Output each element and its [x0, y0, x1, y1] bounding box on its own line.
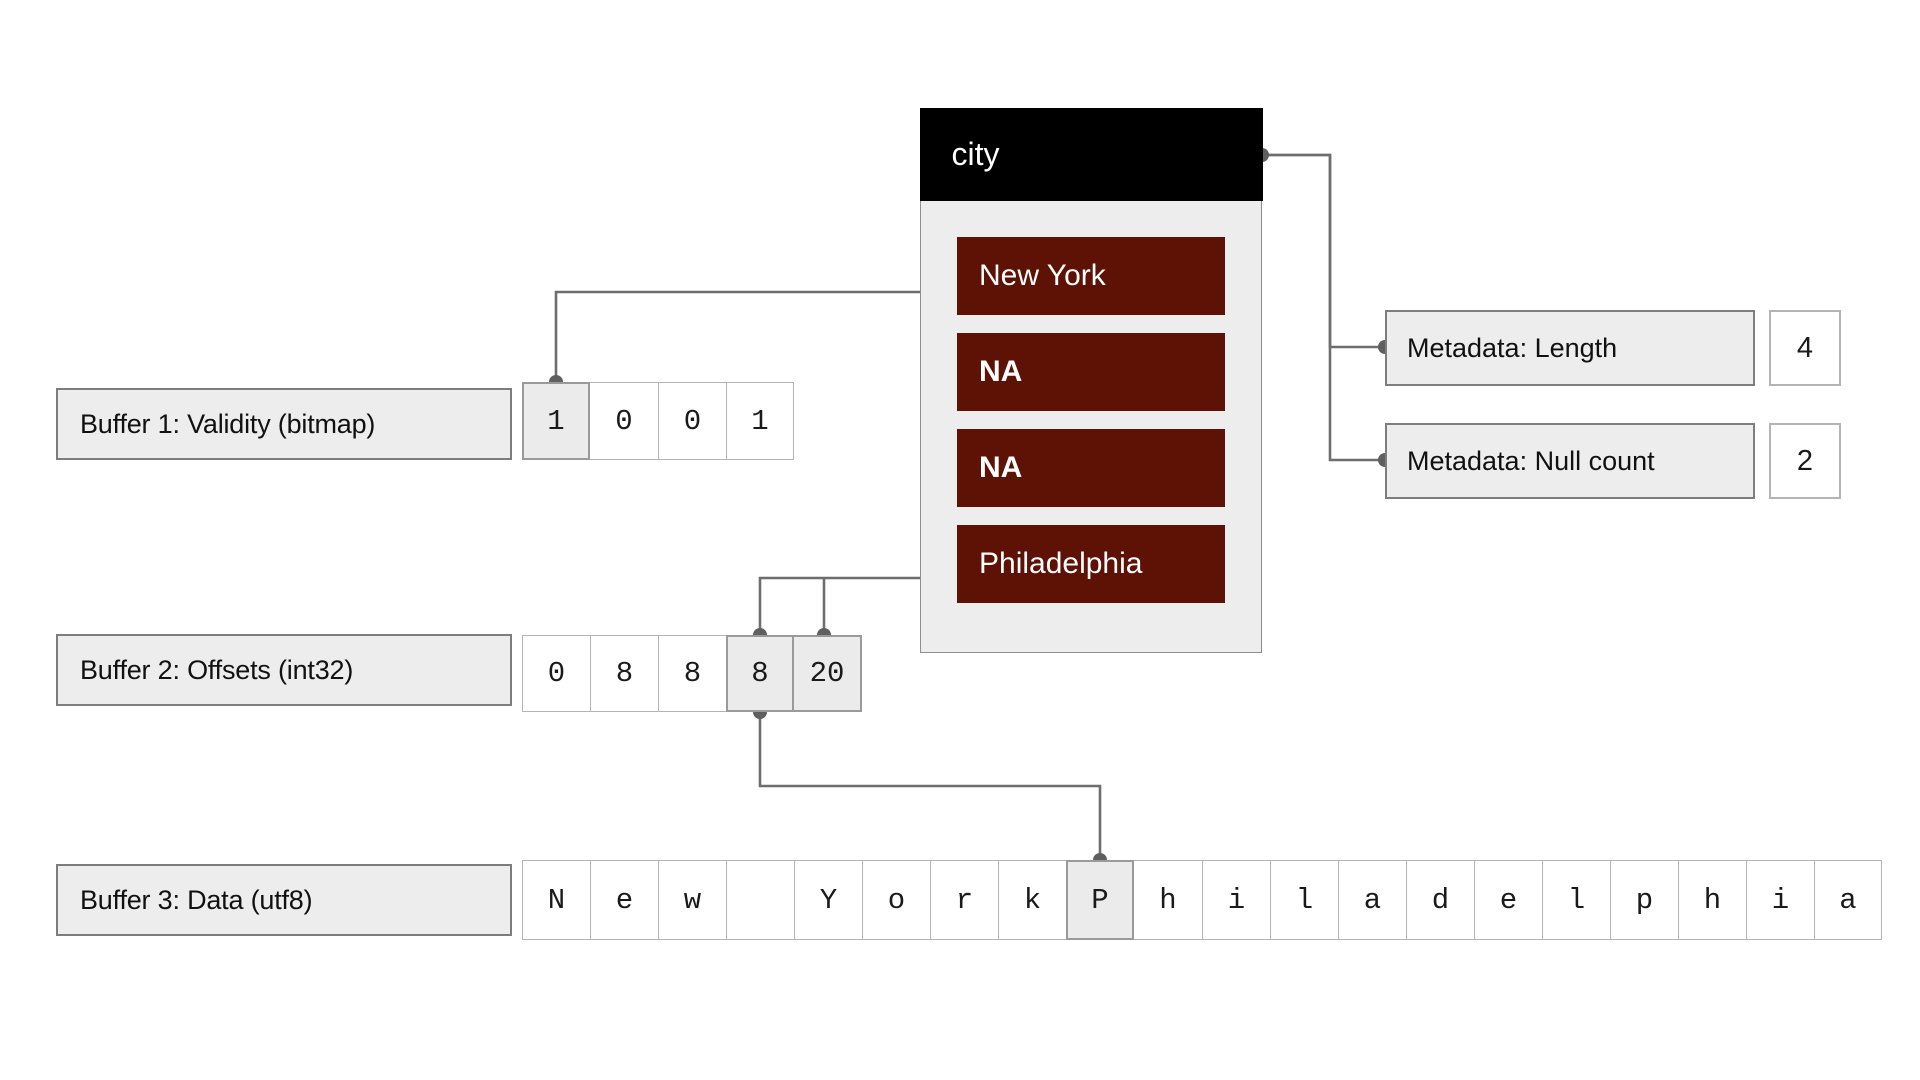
array-value-1: NA	[957, 332, 1225, 411]
metadata-nullcount-value: 2	[1769, 423, 1841, 499]
buffer-3-cell-8: P	[1066, 860, 1134, 940]
wire-validity-to-newyork	[554, 290, 952, 382]
buffer-3-cells: N e w Y o r k P h i l a d e l p h i a	[522, 860, 1882, 940]
buffer-3-cell-9: h	[1134, 860, 1202, 940]
buffer-2-cell-1: 8	[590, 635, 658, 712]
buffer-3-cell-4: Y	[794, 860, 862, 940]
buffer-3-cell-6: r	[930, 860, 998, 940]
buffer-3-cell-7: k	[998, 860, 1066, 940]
wire-header-to-nullcount	[1262, 153, 1385, 462]
buffer-3-cell-11: l	[1270, 860, 1338, 940]
metadata-length-label: Metadata: Length	[1385, 310, 1755, 386]
wire-offset-to-data-p	[758, 712, 1102, 860]
metadata-row-length: Metadata: Length 4	[1385, 310, 1841, 386]
buffer-3-cell-0: N	[522, 860, 590, 940]
buffer-2-cell-2: 8	[658, 635, 726, 712]
buffer-3-cell-18: i	[1746, 860, 1814, 940]
buffer-1-cell-1: 0	[590, 382, 658, 460]
buffer-2-cell-3: 8	[726, 635, 794, 712]
buffer-3-cell-14: e	[1474, 860, 1542, 940]
buffer-3-cell-17: h	[1678, 860, 1746, 940]
metadata-nullcount-label: Metadata: Null count	[1385, 423, 1755, 499]
buffer-1-cells: 1 0 0 1	[522, 382, 794, 460]
buffer-2-cell-4: 20	[794, 635, 862, 712]
buffer-1-label: Buffer 1: Validity (bitmap)	[56, 388, 512, 460]
buffer-2-label: Buffer 2: Offsets (int32)	[56, 634, 512, 706]
buffer-3-cell-12: a	[1338, 860, 1406, 940]
array-card: city New York NA NA Philadelphia	[919, 107, 1263, 653]
buffer-1-cell-0: 1	[522, 382, 590, 460]
buffer-1-cell-3: 1	[726, 382, 794, 460]
array-value-0: New York	[957, 236, 1225, 315]
metadata-length-value: 4	[1769, 310, 1841, 386]
buffer-3-cell-2: w	[658, 860, 726, 940]
array-value-3: Philadelphia	[957, 524, 1225, 603]
buffer-2-cell-0: 0	[522, 635, 590, 712]
buffer-3-cell-5: o	[862, 860, 930, 940]
buffer-3-cell-1: e	[590, 860, 658, 940]
buffer-1-cell-2: 0	[658, 382, 726, 460]
metadata-row-nullcount: Metadata: Null count 2	[1385, 423, 1841, 499]
buffer-3-cell-3	[726, 860, 794, 940]
buffer-3-cell-16: p	[1610, 860, 1678, 940]
buffer-3-cell-10: i	[1202, 860, 1270, 940]
array-values-list: New York NA NA Philadelphia	[921, 201, 1261, 633]
wire-header-to-length	[1262, 153, 1385, 349]
buffer-3-label: Buffer 3: Data (utf8)	[56, 864, 512, 936]
buffer-3-cell-13: d	[1406, 860, 1474, 940]
buffer-2-cells: 0 8 8 8 20	[522, 635, 862, 712]
buffer-3-cell-19: a	[1814, 860, 1882, 940]
buffer-3-cell-15: l	[1542, 860, 1610, 940]
array-value-2: NA	[957, 428, 1225, 507]
array-card-title: city	[919, 107, 1263, 201]
